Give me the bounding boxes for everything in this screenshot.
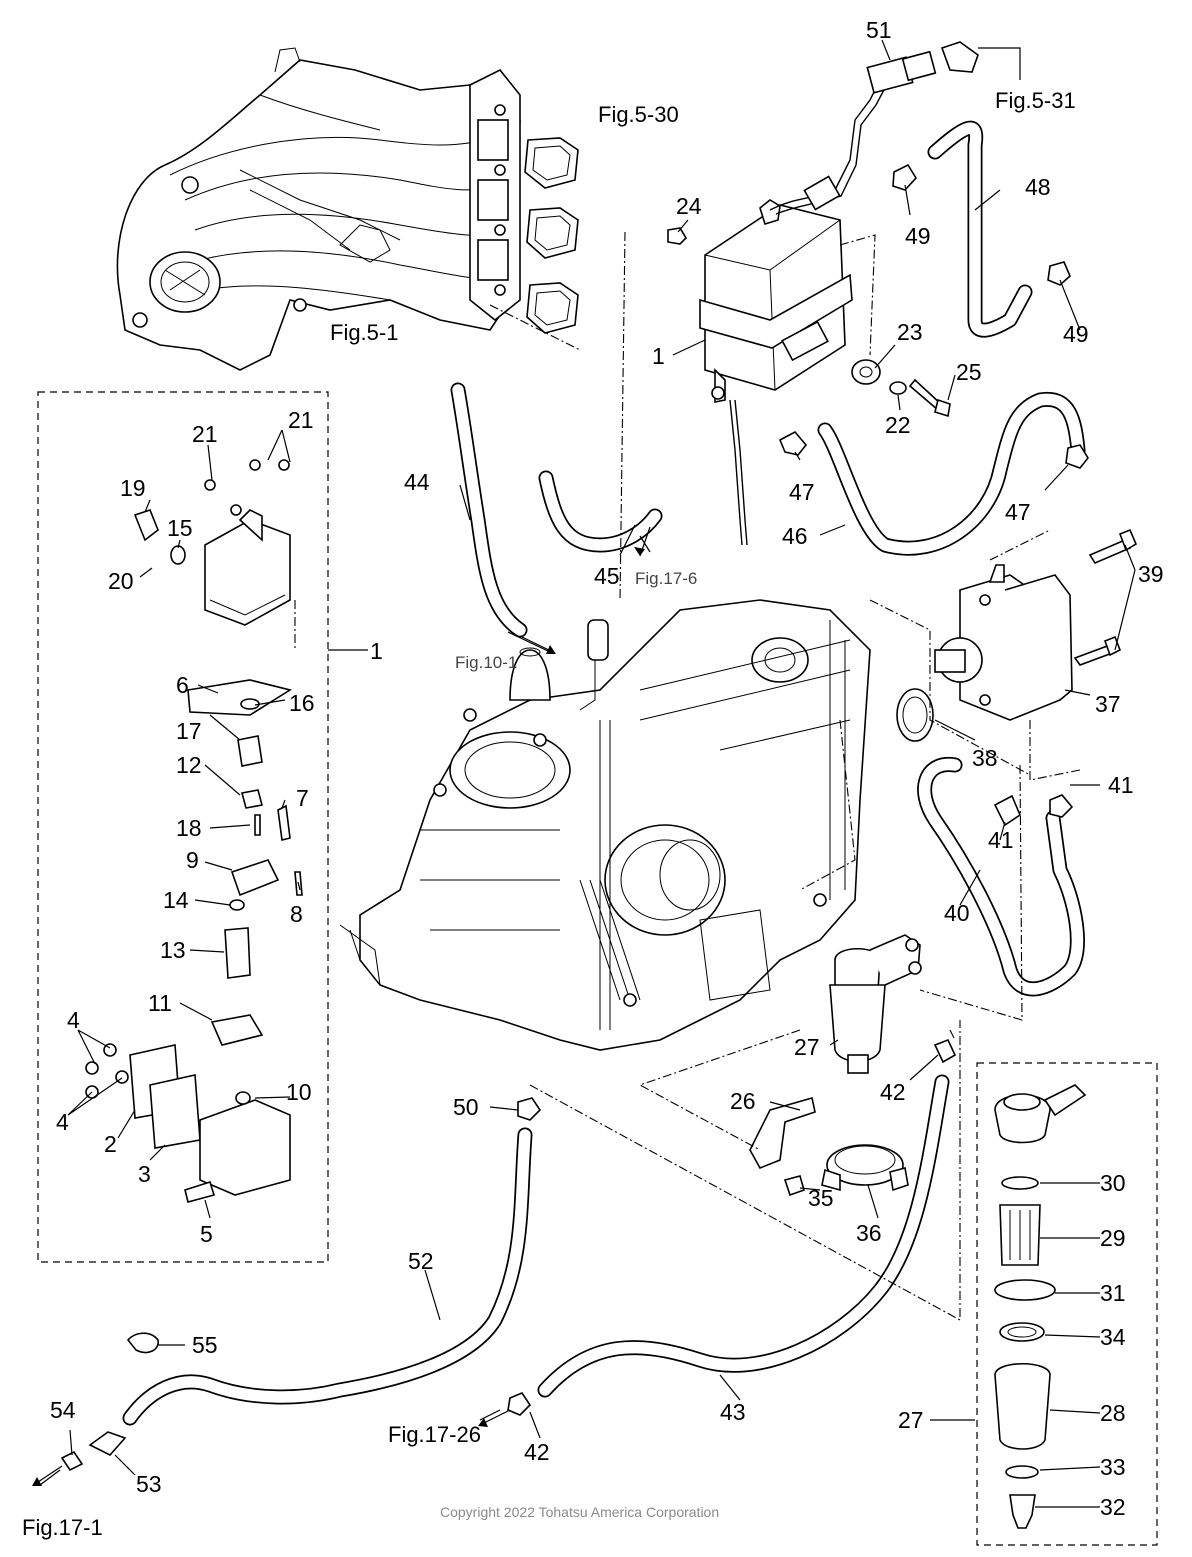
fig-ref-5-30: Fig.5-30 — [598, 102, 679, 127]
separator-exploded — [85, 459, 303, 1203]
callout-27: 27 — [898, 1407, 924, 1433]
hose-46 — [817, 391, 1086, 556]
fuel-filter-exploded — [994, 1084, 1087, 1529]
callout-24: 24 — [676, 193, 702, 219]
hose-clips — [126, 163, 1089, 1416]
callout-4: 4 — [56, 1109, 69, 1135]
callout-45: 45 — [594, 563, 620, 589]
callout-37: 37 — [1095, 691, 1121, 717]
callout-53: 53 — [136, 1471, 162, 1497]
callout-30: 30 — [1100, 1170, 1126, 1196]
hose-48 — [927, 120, 1033, 338]
callout-28: 28 — [1100, 1400, 1126, 1426]
fig-ref-17-26: Fig.17-26 — [388, 1422, 481, 1447]
callout-17: 17 — [176, 718, 202, 744]
callout-10: 10 — [286, 1079, 312, 1105]
fuel-filter-assembly — [829, 934, 922, 1074]
hose-40 — [917, 757, 1085, 997]
intake-manifold — [116, 47, 521, 371]
callout-3: 3 — [138, 1161, 151, 1187]
callout-7: 7 — [296, 785, 309, 811]
callout-1: 1 — [652, 343, 665, 369]
callout-29: 29 — [1100, 1225, 1126, 1251]
callout-42: 42 — [880, 1079, 906, 1105]
vapor-separator-assembly — [699, 199, 853, 403]
callout-40: 40 — [944, 900, 970, 926]
callout-38: 38 — [972, 745, 998, 771]
callout-12: 12 — [176, 752, 202, 778]
callout-4: 4 — [67, 1007, 80, 1033]
callout-50: 50 — [453, 1094, 479, 1120]
fig-ref-10-1: Fig.10-1 — [455, 653, 517, 672]
callout-46: 46 — [782, 523, 808, 549]
callout-21: 21 — [192, 421, 218, 447]
callout-43: 43 — [720, 1399, 746, 1425]
mount-hardware — [667, 227, 951, 418]
callout-18: 18 — [176, 815, 202, 841]
high-pressure-fuel-pump — [896, 528, 1138, 742]
callout-33: 33 — [1100, 1454, 1126, 1480]
callout-2: 2 — [104, 1131, 117, 1157]
callout-22: 22 — [885, 412, 911, 438]
callout-39: 39 — [1138, 561, 1164, 587]
callout-49: 49 — [1063, 321, 1089, 347]
callout-13: 13 — [160, 937, 186, 963]
hose-52 — [122, 1127, 533, 1426]
callout-49: 49 — [905, 223, 931, 249]
callout-52: 52 — [408, 1248, 434, 1274]
callout-34: 34 — [1100, 1324, 1126, 1350]
callout-41: 41 — [1108, 772, 1134, 798]
callout-36: 36 — [856, 1220, 882, 1246]
callout-48: 48 — [1025, 174, 1051, 200]
callout-labels: 51 48 24 49 49 23 25 1 22 21 21 19 15 20… — [50, 17, 1164, 1520]
callout-31: 31 — [1100, 1280, 1126, 1306]
callout-27: 27 — [794, 1034, 820, 1060]
copyright-notice: Copyright 2022 Tohatsu America Corporati… — [440, 1504, 719, 1520]
callout-54: 54 — [50, 1397, 76, 1423]
callout-44: 44 — [404, 469, 430, 495]
callout-32: 32 — [1100, 1494, 1126, 1520]
callout-51: 51 — [866, 17, 892, 43]
engine-block — [339, 599, 871, 1051]
callout-19: 19 — [120, 475, 146, 501]
fig-ref-5-1: Fig.5-1 — [330, 320, 398, 345]
dashed-boxes — [37, 391, 1158, 1546]
leader-lines — [39, 39, 1136, 1508]
callout-41: 41 — [988, 827, 1014, 853]
manifold-gaskets — [524, 137, 579, 334]
callout-20: 20 — [108, 568, 134, 594]
callout-9: 9 — [186, 847, 199, 873]
callout-16: 16 — [289, 690, 315, 716]
callout-8: 8 — [290, 901, 303, 927]
hose-44 — [450, 382, 528, 638]
fig-ref-5-31: Fig.5-31 — [995, 88, 1076, 113]
callout-35: 35 — [808, 1185, 834, 1211]
callout-47: 47 — [1005, 499, 1031, 525]
drain-fittings — [60, 1431, 127, 1472]
callout-26: 26 — [730, 1088, 756, 1114]
separator-harness — [729, 41, 979, 546]
callout-25: 25 — [956, 359, 982, 385]
callout-14: 14 — [163, 887, 189, 913]
callout-42: 42 — [524, 1439, 550, 1465]
callout-21: 21 — [288, 407, 314, 433]
hose-45 — [538, 470, 663, 553]
callout-5: 5 — [200, 1221, 213, 1247]
callout-11: 11 — [148, 990, 172, 1016]
reference-arrows — [32, 526, 651, 1486]
filter-bracket — [749, 1096, 909, 1197]
callout-55: 55 — [192, 1332, 218, 1358]
callout-1: 1 — [370, 638, 383, 664]
callout-23: 23 — [897, 319, 923, 345]
callout-47: 47 — [789, 479, 815, 505]
assembly-lines — [294, 231, 1081, 1321]
hose-43 — [537, 1074, 950, 1398]
fig-ref-17-1: Fig.17-1 — [22, 1515, 103, 1540]
callout-6: 6 — [176, 672, 189, 698]
fig-ref-17-6: Fig.17-6 — [635, 569, 697, 588]
callout-15: 15 — [167, 515, 193, 541]
